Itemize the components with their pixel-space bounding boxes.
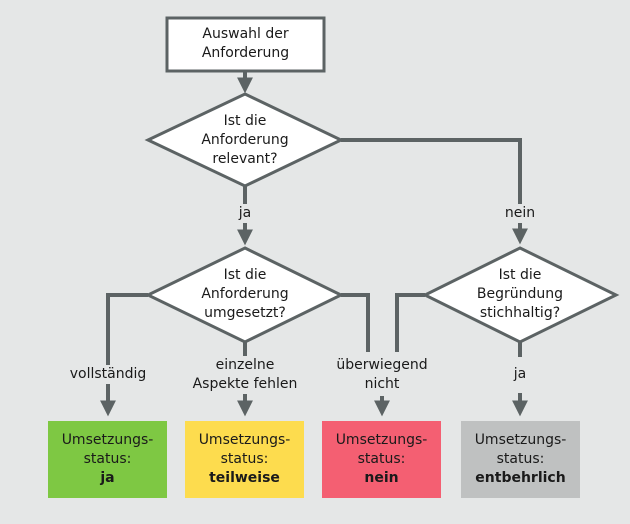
- outcome-ja-value: ja: [100, 470, 115, 486]
- decision3-line2: Begründung: [476, 286, 564, 302]
- edge-label-vollstaendig: vollständig: [60, 365, 156, 384]
- start-box: [165, 16, 326, 73]
- start-box-label: Auswahl der Anforderung: [167, 25, 324, 63]
- edge-label-einzelne-line2: Aspekte fehlen: [192, 376, 298, 392]
- outcome-entbehrlich-line1: Umsetzungs-: [474, 432, 567, 448]
- connector-decision2-ueberwiegend: [341, 293, 370, 352]
- connector-decision2-vollstaendig: [100, 293, 148, 417]
- outcome-entbehrlich-line2: status:: [496, 451, 545, 467]
- edge-label-ueberwiegend-line2: nicht: [364, 376, 400, 392]
- outcome-nein-value: nein: [364, 470, 399, 486]
- edge-label-nein1: nein: [495, 204, 545, 223]
- decision1-line2: Anforderung: [201, 132, 289, 148]
- start-line1: Auswahl der: [202, 26, 289, 42]
- outcome-ja-line2: status:: [83, 451, 132, 467]
- outcome-nein-line1: Umsetzungs-: [335, 432, 428, 448]
- edge-label-ueberwiegend: überwiegend nicht: [330, 356, 434, 394]
- decision1-line3: relevant?: [212, 151, 278, 167]
- decision3-line1: Ist die: [498, 267, 542, 283]
- outcome-ja-line1: Umsetzungs-: [61, 432, 154, 448]
- outcome-entbehrlich-value: entbehrlich: [475, 470, 566, 486]
- decision2-line1: Ist die: [223, 267, 267, 283]
- decision2-line2: Anforderung: [201, 286, 289, 302]
- decision3-line3: stichhaltig?: [479, 305, 561, 321]
- edge-label-einzelne-line1: einzelne: [215, 357, 275, 373]
- outcome-label-ja: Umsetzungs- status: ja: [48, 431, 167, 488]
- decision3-diamond: [421, 246, 620, 344]
- outcome-nein-line2: status:: [357, 451, 406, 467]
- connector-decision1-nein: [341, 138, 528, 245]
- outcome-label-nein: Umsetzungs- status: nein: [322, 431, 441, 488]
- decision1-label: Ist die Anforderung relevant?: [180, 112, 310, 169]
- outcome-label-teilweise: Umsetzungs- status: teilweise: [185, 431, 304, 488]
- decision2-diamond: [144, 246, 345, 344]
- decision3-label: Ist die Begründung stichhaltig?: [455, 266, 585, 323]
- outcome-teilweise-value: teilweise: [209, 470, 280, 486]
- start-line2: Anforderung: [201, 45, 290, 61]
- decision1-diamond: [144, 92, 345, 188]
- outcome-teilweise-line2: status:: [220, 451, 269, 467]
- edge-label-ueberwiegend-line1: überwiegend: [336, 357, 428, 373]
- outcome-box-teilweise: [185, 421, 304, 498]
- decision1-line1: Ist die: [223, 113, 267, 129]
- edge-label-ja2: ja: [500, 365, 540, 384]
- decision2-label: Ist die Anforderung umgesetzt?: [180, 266, 310, 323]
- outcome-label-entbehrlich: Umsetzungs- status: entbehrlich: [461, 431, 580, 488]
- outcome-box-entbehrlich: [461, 421, 580, 498]
- outcome-teilweise-line1: Umsetzungs-: [198, 432, 291, 448]
- edge-label-einzelne: einzelne Aspekte fehlen: [185, 356, 305, 394]
- outcome-box-ja: [48, 421, 167, 498]
- decision2-line3: umgesetzt?: [204, 305, 286, 321]
- edge-label-ja1: ja: [225, 204, 265, 223]
- connector-decision3-nein: [395, 293, 425, 352]
- outcome-box-nein: [322, 421, 441, 498]
